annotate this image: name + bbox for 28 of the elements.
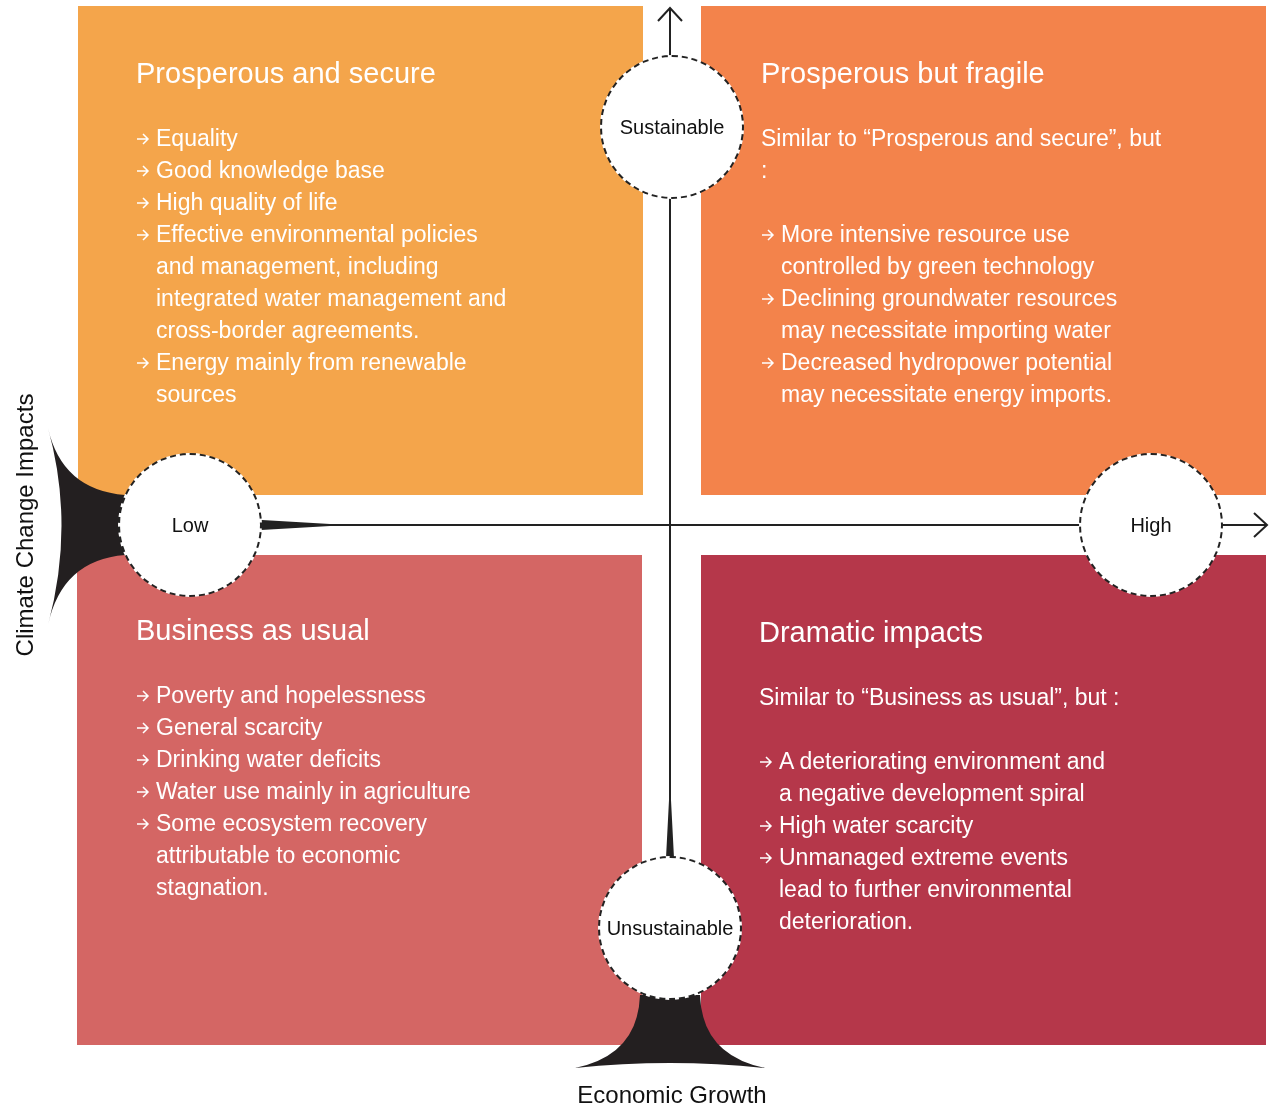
axis-end-label: Unsustainable <box>606 916 734 940</box>
bullet-text: Equality <box>156 124 239 153</box>
bullet-text: Some ecosystem recovery attributable to economic stagnation. <box>156 809 428 902</box>
axis-end-label: Low <box>171 513 209 537</box>
bullet-text: High quality of life <box>156 188 339 217</box>
bullet-text: Declining groundwater resources may necessitate importing water <box>781 284 1119 345</box>
bullet-text: Water use mainly in agriculture <box>156 777 472 806</box>
intro-text: Similar to “Business as usual”, but : <box>759 683 1121 712</box>
bullet-text: High water scarcity <box>779 811 975 840</box>
bullet-text: Decreased hydropower potential may necessitate energy imports. <box>781 348 1114 409</box>
axis-end-label: High <box>1130 513 1172 537</box>
intro-text: Similar to “Prosperous and secure”, but : <box>761 124 1163 185</box>
panel-heading: Dramatic impacts <box>759 615 983 649</box>
bullet-text: Poverty and hopelessness <box>156 681 427 710</box>
panel-heading: Business as usual <box>136 613 370 647</box>
panel-heading: Prosperous but fragile <box>761 56 1045 90</box>
bullet-text: More intensive resource use controlled by green technology <box>781 220 1096 281</box>
bullet-text: A deteriorating environment and a negative development spiral <box>779 747 1107 808</box>
bullet-text: Effective environmental policies and management, including integrated water management and cross-border agreements. <box>156 220 508 345</box>
bullet-text: Good knowledge base <box>156 156 386 185</box>
axis-title: Climate Change Impacts <box>11 393 39 657</box>
bullet-text: Energy mainly from renewable sources <box>156 348 468 409</box>
axis-end-label: Sustainable <box>619 115 725 139</box>
bullet-text: Drinking water deficits <box>156 745 382 774</box>
axis-title: Economic Growth <box>577 1081 767 1107</box>
bullet-text: Unmanaged extreme events lead to further environmental deterioration. <box>779 843 1073 936</box>
bullet-text: General scarcity <box>156 713 324 742</box>
panel-heading: Prosperous and secure <box>136 56 436 90</box>
